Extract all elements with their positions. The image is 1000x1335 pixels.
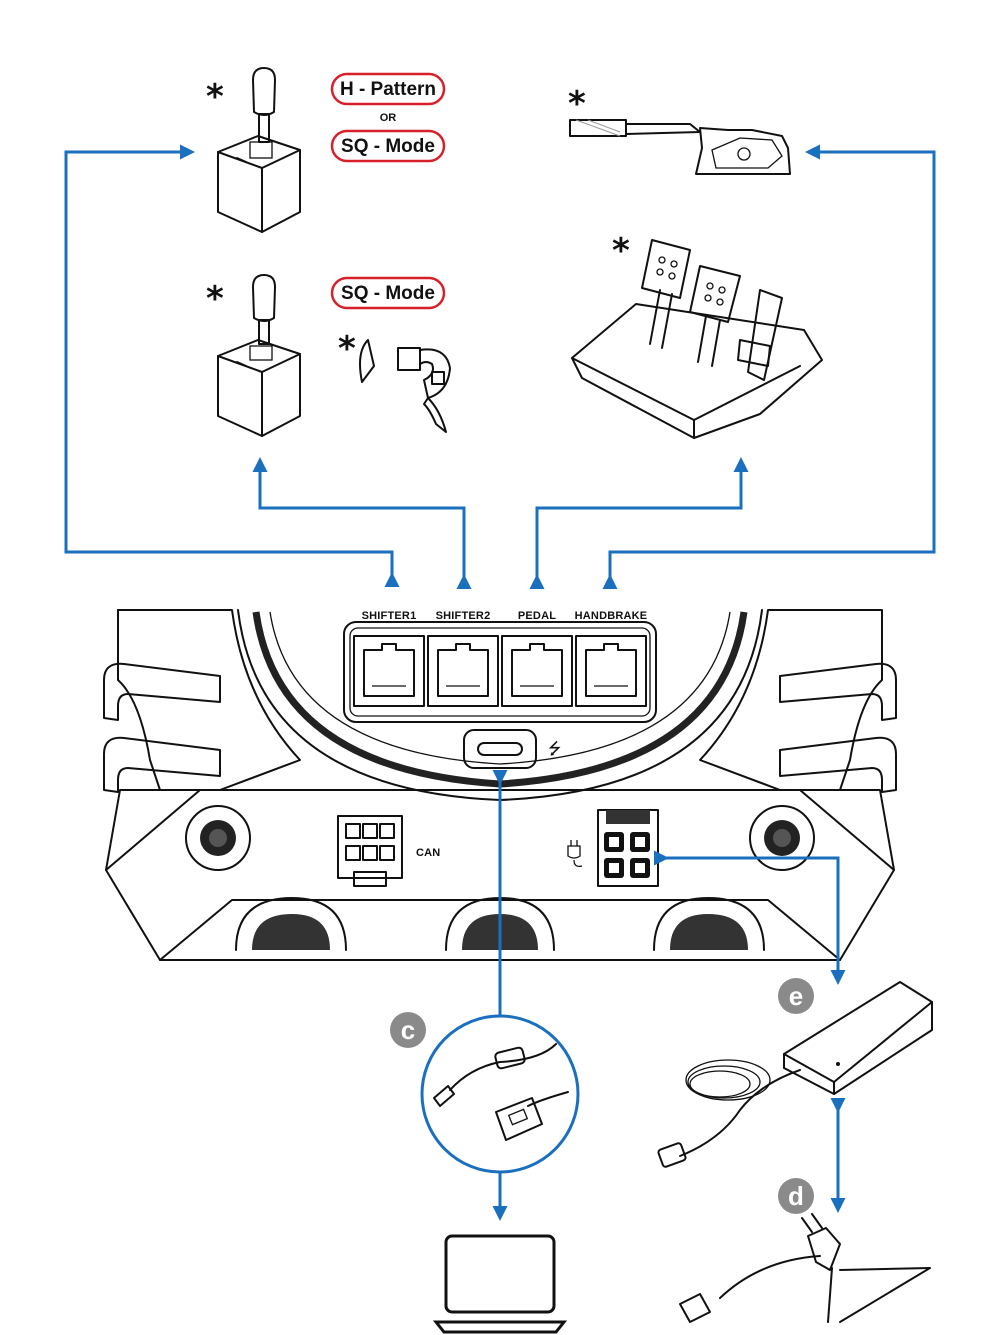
rj-port-panel: [343, 621, 657, 723]
sq-mode-label-1: SQ - Mode: [341, 136, 435, 157]
badge-d-label: d: [788, 1181, 804, 1211]
port-pedal[interactable]: PEDAL: [501, 610, 573, 707]
shifter-h-pattern: *: [206, 67, 301, 233]
badge-c-label: c: [401, 1015, 415, 1045]
port-label-shifter1: SHIFTER1: [362, 610, 417, 622]
usb-cable-icon: [420, 1014, 580, 1174]
badge-c: c: [390, 1012, 426, 1048]
power-adapter-icon: [657, 981, 933, 1168]
power-cord-icon: [679, 1213, 931, 1323]
h-pattern-pill: H - Pattern: [330, 72, 446, 106]
power-port[interactable]: [597, 809, 659, 887]
port-shifter2[interactable]: SHIFTER2: [427, 610, 499, 707]
sq-mode-pill-2: SQ - Mode: [330, 276, 446, 310]
port-label-shifter2: SHIFTER2: [436, 610, 491, 622]
power-plug-icon: [567, 840, 583, 868]
sq-mode-label-2: SQ - Mode: [341, 283, 435, 304]
usb-symbol-icon: ⭍: [548, 739, 561, 758]
wheel-base-unit: [103, 609, 897, 961]
pedals-icon: *: [571, 231, 823, 439]
can-port[interactable]: CAN: [337, 815, 440, 887]
can-label: CAN: [416, 847, 440, 859]
h-pattern-label: H - Pattern: [340, 79, 436, 100]
port-label-handbrake: HANDBRAKE: [575, 610, 648, 622]
asterisk-paddle: *: [338, 329, 356, 369]
paddle-shifter-icon: *: [338, 329, 451, 433]
port-handbrake[interactable]: HANDBRAKE: [575, 610, 648, 707]
shifter-sequential: *: [206, 274, 301, 437]
handbrake-icon: *: [568, 84, 791, 175]
usb-c-port[interactable]: ⭍: [463, 729, 561, 769]
port-label-pedal: PEDAL: [518, 610, 556, 622]
sq-mode-pill-1: SQ - Mode: [330, 129, 446, 163]
or-label: OR: [380, 112, 397, 124]
asterisk-shifter-1: *: [206, 77, 224, 117]
port-shifter1[interactable]: SHIFTER1: [353, 610, 425, 707]
badge-d: d: [778, 1178, 814, 1214]
asterisk-handbrake: *: [568, 84, 586, 124]
asterisk-pedals: *: [612, 231, 630, 271]
badge-e: e: [778, 978, 814, 1014]
badge-e-label: e: [789, 981, 803, 1011]
laptop-icon: [432, 1234, 568, 1334]
asterisk-shifter-2: *: [206, 279, 224, 319]
arrows-top: [64, 144, 936, 589]
